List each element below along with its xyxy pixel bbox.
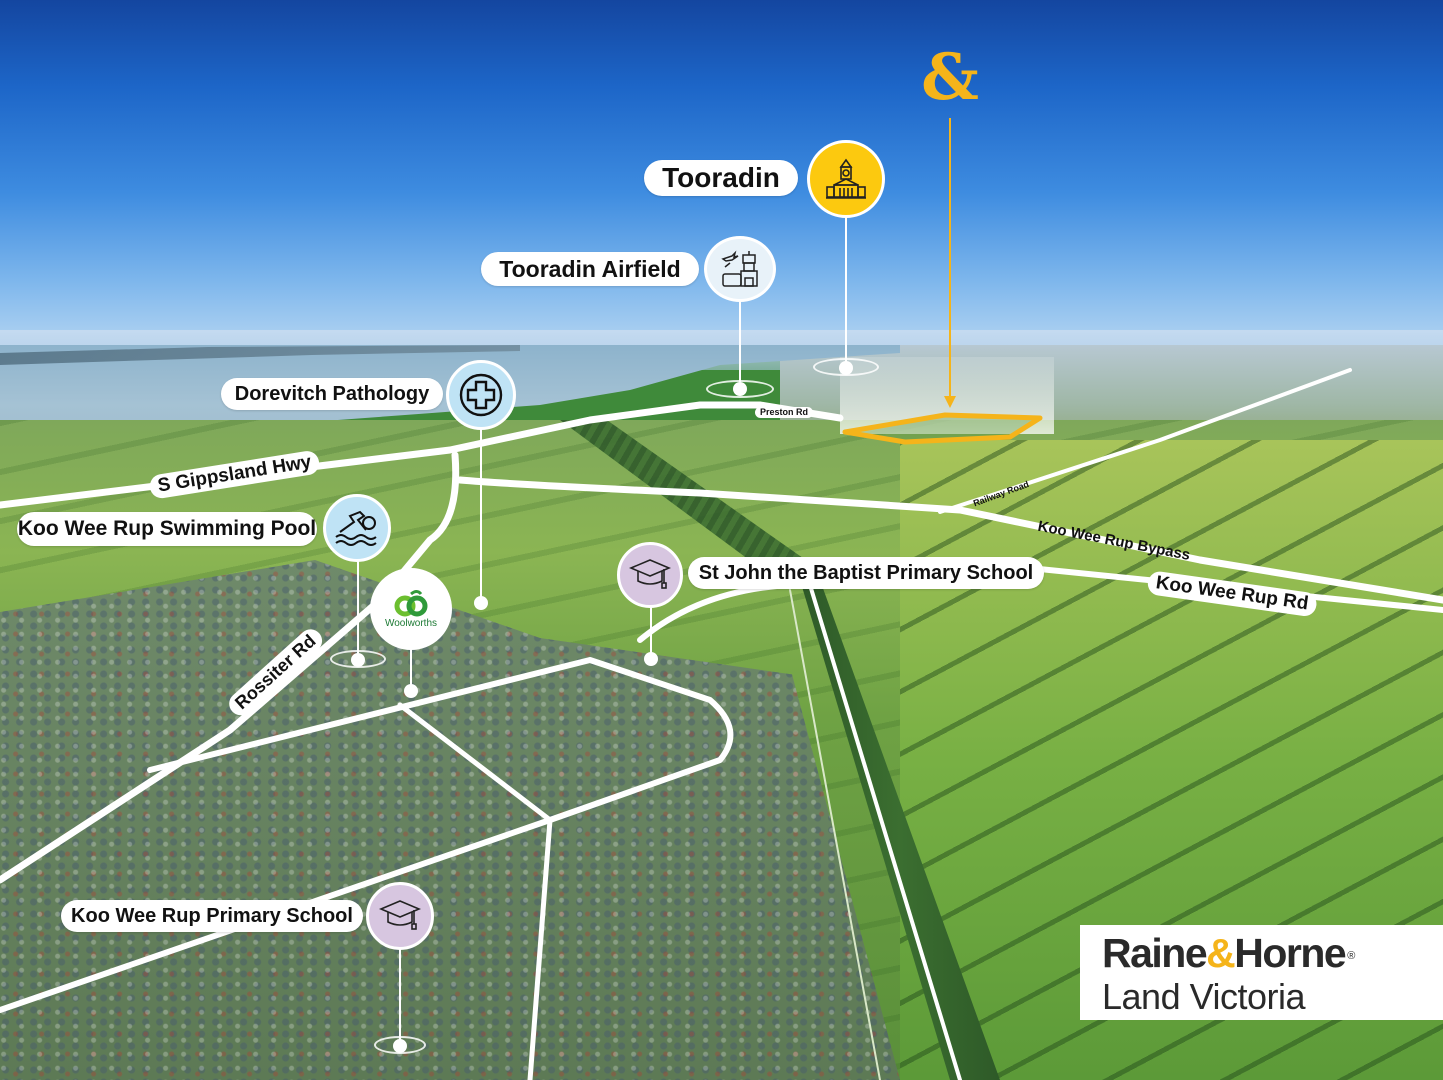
pathology-pin [474,596,488,610]
poi-label-text: Tooradin [662,162,780,193]
swimmer-icon[interactable] [323,494,391,562]
road-railway-road [938,368,1352,514]
kwr-school-ground-ring [374,1036,426,1054]
graduation-cap-icon[interactable] [366,882,434,950]
poi-label-text: Dorevitch Pathology [234,382,430,405]
logo-ampersand: & [1206,930,1236,976]
poi-label-text: Tooradin Airfield [499,255,681,282]
st-john-pin [644,652,658,666]
registered-mark: ® [1347,950,1356,963]
tooradin-ground-ring [813,358,879,376]
town-hall-icon[interactable] [807,140,885,218]
airport-control-tower-icon[interactable] [704,236,776,302]
pool-stem [357,556,359,656]
ampersand-brand-icon: & [921,40,979,115]
woolworths-stem [410,640,412,688]
logo-wordmark: Raine&Horne® [1102,930,1356,976]
st-john-stem [650,602,652,658]
airfield-pin [733,382,747,396]
kwr-school-stem [399,944,401,1044]
tooradin-stem [845,213,847,365]
poi-label-st-john-school[interactable]: St John the Baptist Primary School [688,557,1044,589]
road-label-preston-rd: Preston Rd [755,407,814,419]
woolworths-logo-icon[interactable]: Woolworths [370,568,452,650]
poi-label-tooradin[interactable]: Tooradin [644,160,798,196]
poi-label-dorevitch-pathology[interactable]: Dorevitch Pathology [221,378,443,410]
tooradin-pin [839,361,853,375]
graduation-cap-icon[interactable] [617,542,683,608]
poi-label-swimming-pool[interactable]: Koo Wee Rup Swimming Pool [17,512,317,546]
medical-cross-icon[interactable] [446,360,516,430]
airfield-stem [739,298,741,382]
kwr-school-pin [393,1039,407,1053]
woolworths-wordmark: Woolworths [384,617,438,629]
pool-ground-ring [330,650,386,668]
logo-subtitle: Land Victoria [1102,976,1305,1018]
airfield-ground-ring [706,380,774,398]
poi-label-text: St John the Baptist Primary School [698,561,1034,584]
woolworths-pin [404,684,418,698]
poi-label-text: Koo Wee Rup Primary School [71,904,353,927]
poi-label-text: Koo Wee Rup Swimming Pool [17,517,317,540]
poi-label-tooradin-airfield[interactable]: Tooradin Airfield [481,252,699,286]
poi-label-kwr-primary-school[interactable]: Koo Wee Rup Primary School [61,900,363,932]
pool-pin [351,653,365,667]
raine-horne-logo: Raine&Horne® Land Victoria [1080,925,1443,1020]
pathology-stem [480,420,482,605]
